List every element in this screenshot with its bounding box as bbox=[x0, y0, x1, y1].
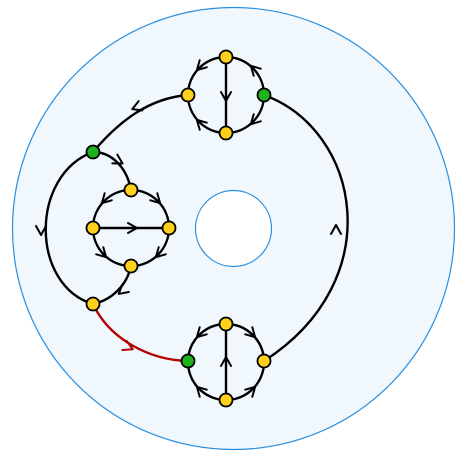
edge-outer-top bbox=[91, 93, 190, 154]
arrows-layer bbox=[35, 59, 342, 398]
vertex-outer-left-upper bbox=[85, 144, 101, 160]
annulus-inner-hole bbox=[194, 189, 273, 268]
vertex-left-bottom bbox=[123, 258, 139, 274]
vertex-bottom-left bbox=[180, 353, 196, 369]
vertex-top-top bbox=[218, 49, 234, 65]
arrow-outer-left-0 bbox=[35, 225, 47, 236]
arrow-bottom-chord-0 bbox=[220, 356, 232, 367]
edge-outer-left bbox=[44, 150, 95, 306]
vertex-bottom-bottom bbox=[218, 392, 234, 408]
vertex-left-left bbox=[85, 220, 101, 236]
edge-outer-right bbox=[262, 93, 349, 363]
arrow-top-arc-bl-0 bbox=[195, 118, 208, 131]
arrow-top-arc-tr-0 bbox=[249, 64, 262, 77]
arrow-bottom-arc-tr-0 bbox=[244, 326, 257, 339]
arrow-bottom-arc-bl-0 bbox=[195, 385, 208, 398]
vertex-top-right bbox=[256, 87, 272, 103]
arrow-outer-top-0 bbox=[131, 100, 144, 112]
arrow-outer-right-0 bbox=[330, 224, 342, 235]
arrow-left-arc-tr-0 bbox=[149, 192, 162, 205]
edge-highlight bbox=[91, 302, 190, 363]
vertex-outer-left-lower bbox=[85, 296, 101, 312]
vertices-layer bbox=[85, 49, 272, 408]
arrow-top-arc-tl-0 bbox=[195, 59, 208, 72]
arrow-highlight-0 bbox=[121, 339, 134, 351]
arrow-left-chord-0 bbox=[127, 222, 138, 234]
vertex-bottom-top bbox=[218, 316, 234, 332]
vertex-top-left bbox=[180, 87, 196, 103]
vertex-bottom-right bbox=[256, 353, 272, 369]
vertex-top-bottom bbox=[218, 125, 234, 141]
arrow-left-arc-br-0 bbox=[154, 246, 167, 259]
vertex-left-right bbox=[161, 220, 177, 236]
arrow-bottom-arc-br-0 bbox=[244, 385, 257, 398]
arrow-left-arc-bl-0 bbox=[95, 246, 108, 259]
vertex-left-top bbox=[123, 182, 139, 198]
arrow-left-arc-tl-0 bbox=[100, 192, 113, 205]
arrow-link-upper-0 bbox=[111, 153, 124, 165]
arrow-top-chord-0 bbox=[220, 91, 232, 102]
arrow-top-arc-br-0 bbox=[249, 113, 262, 126]
arrow-bottom-arc-tl-0 bbox=[195, 326, 208, 339]
arrow-link-lower-0 bbox=[117, 283, 130, 295]
